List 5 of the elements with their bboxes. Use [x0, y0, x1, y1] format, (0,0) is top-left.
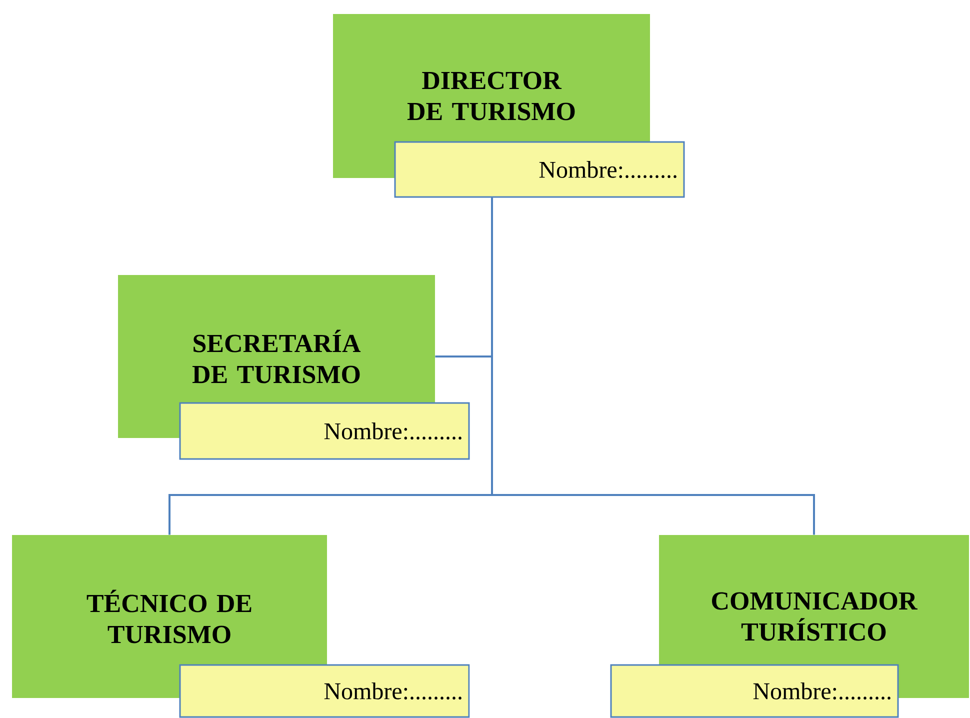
name-field-box: Nombre:......... — [179, 664, 470, 718]
name-field-box: Nombre:......... — [179, 402, 470, 460]
name-field-box: Nombre:......... — [610, 664, 899, 718]
connector-line — [491, 198, 815, 535]
name-field-box: Nombre:......... — [394, 141, 685, 198]
